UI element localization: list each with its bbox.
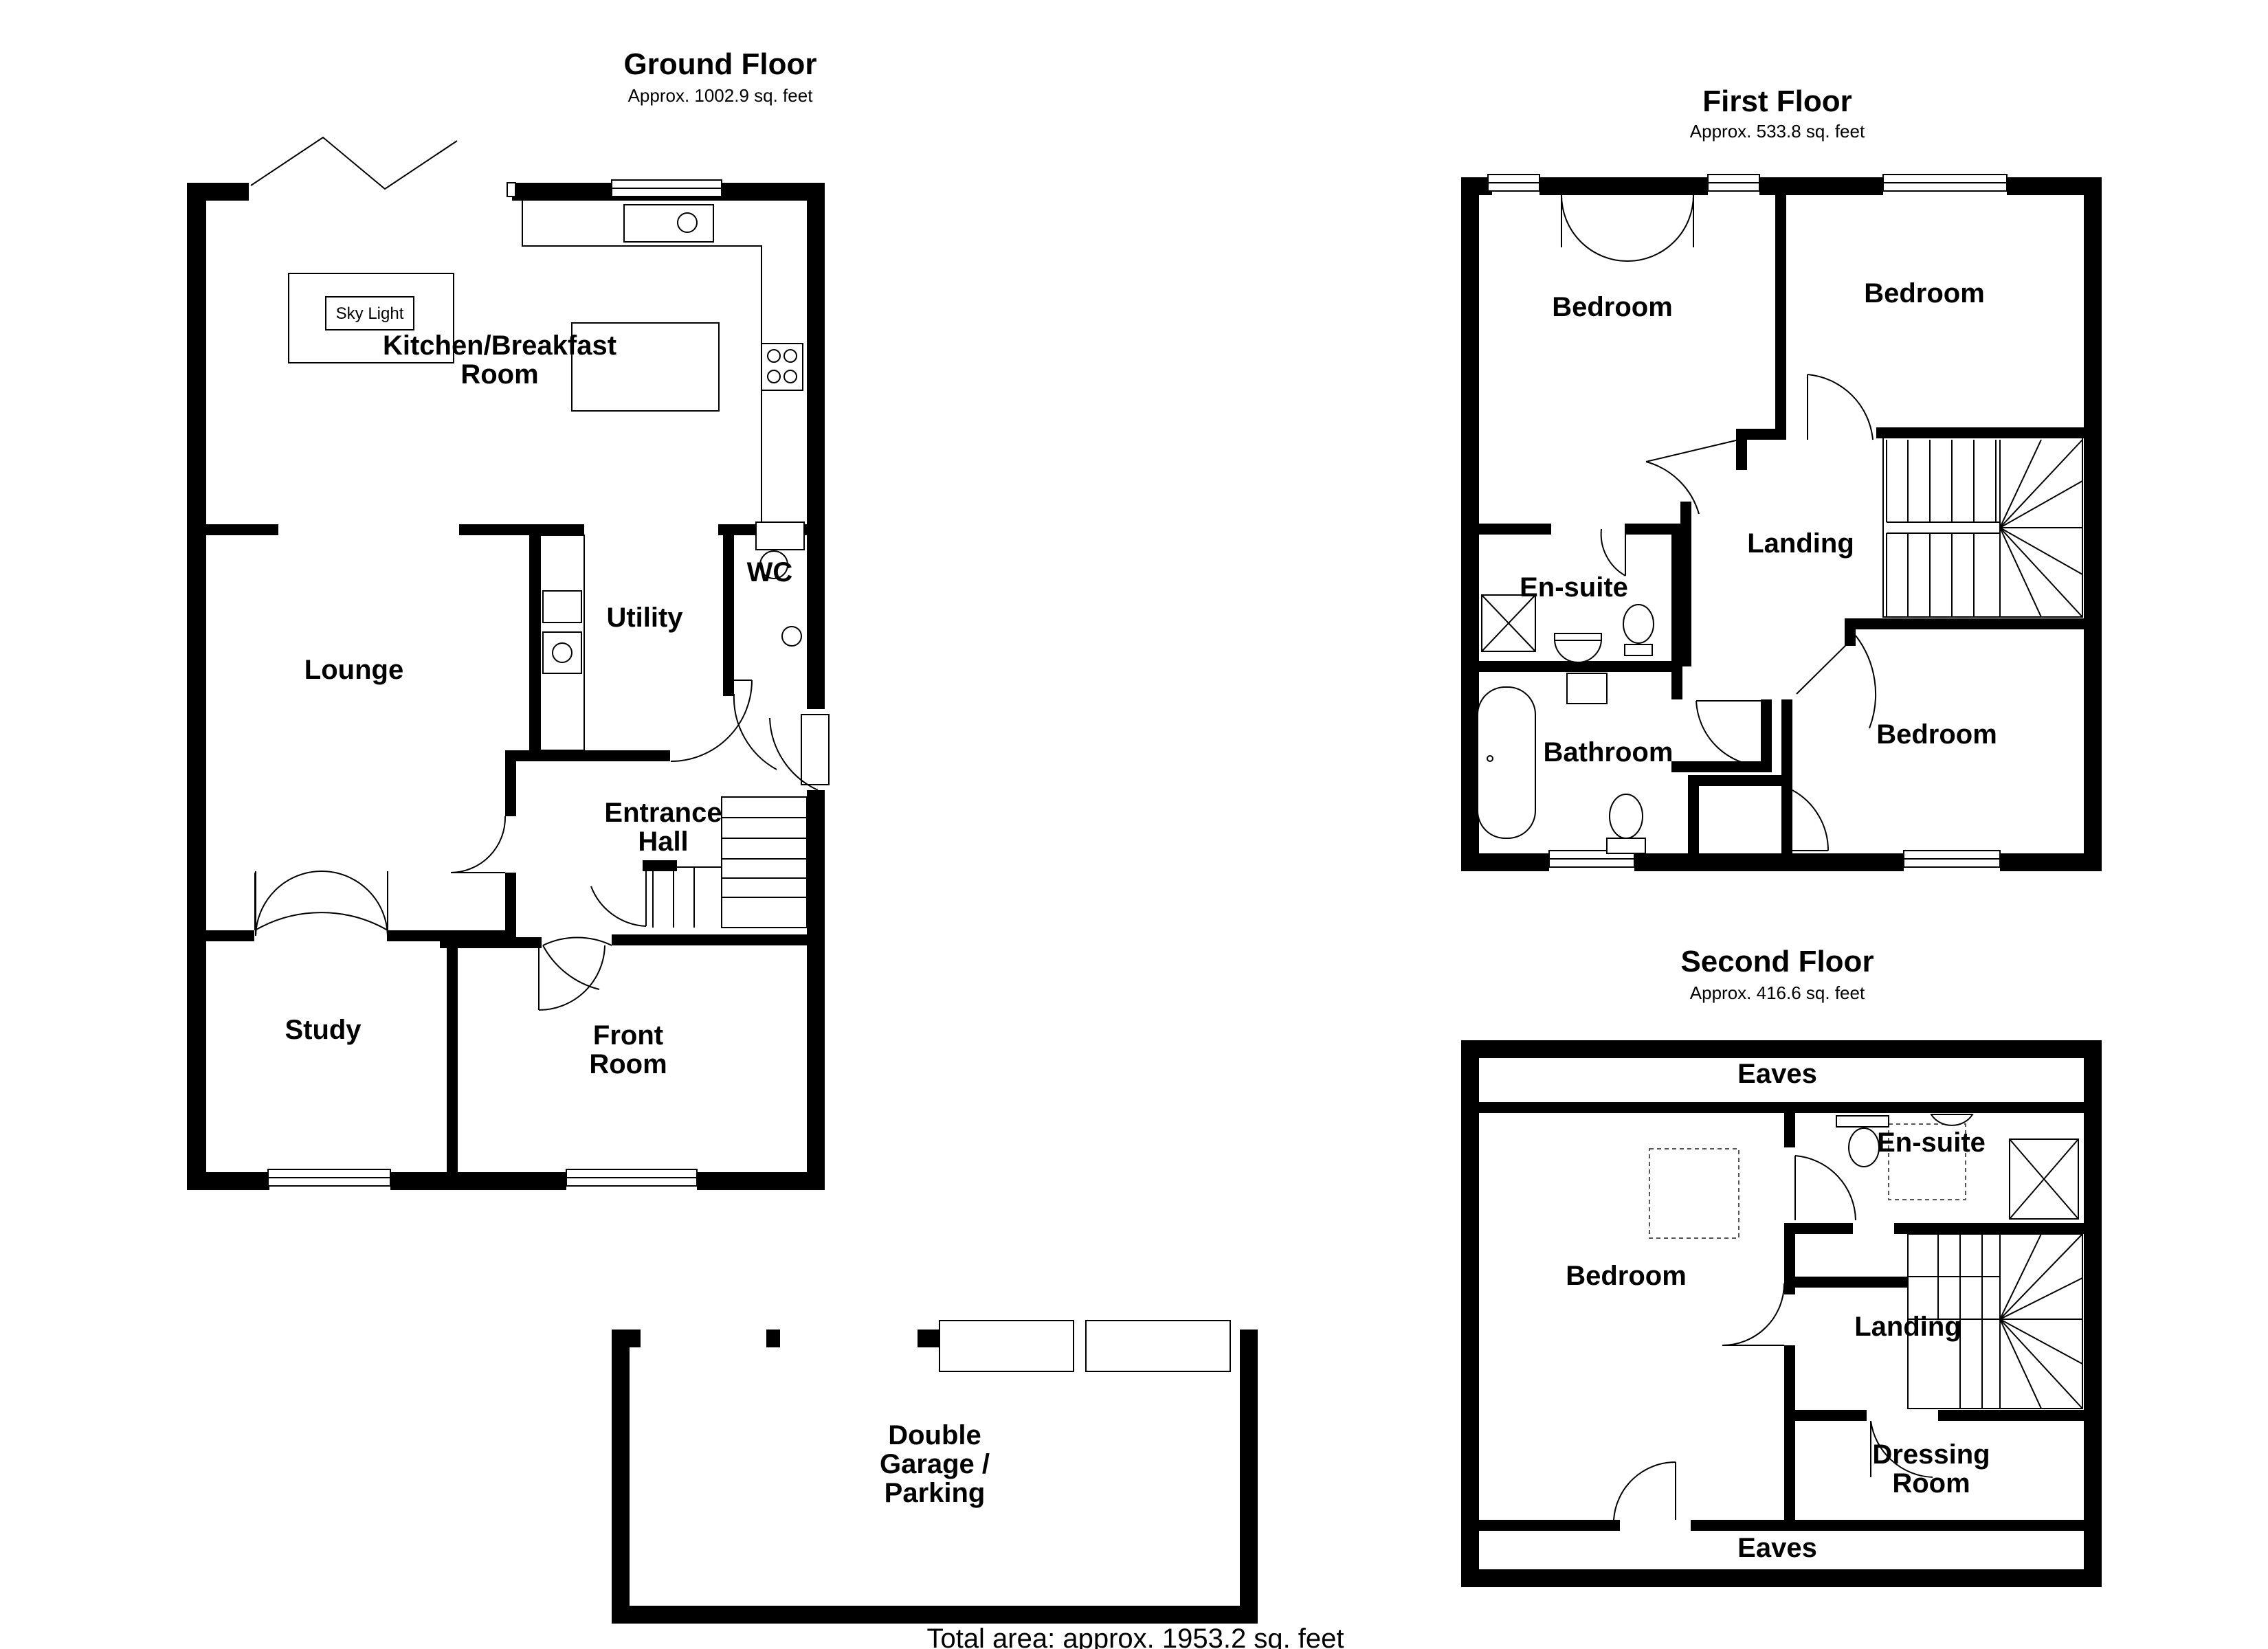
room-label-wc: WC — [747, 557, 793, 587]
utility-units — [540, 535, 585, 751]
room-label-garage: Double — [888, 1420, 981, 1450]
second-floor-area: Approx. 416.6 sq. feet — [1690, 983, 1865, 1003]
ground-floor: Ground Floor Approx. 1002.9 sq. feet — [187, 47, 830, 1190]
room-label-garage-2: Garage / — [880, 1449, 990, 1479]
ground-walls — [187, 183, 825, 1190]
sky-light-box — [325, 296, 414, 330]
room-label-dressing: Dressing — [1872, 1439, 1990, 1470]
room-label-front-2: Room — [589, 1049, 667, 1079]
room-label-bathroom: Bathroom — [1544, 737, 1674, 767]
first-floor-title: First Floor — [1702, 85, 1852, 118]
garage-door-right — [1085, 1320, 1231, 1372]
room-label-bedroom-1: Bedroom — [1552, 292, 1673, 322]
room-label-ensuite-second: En-suite — [1877, 1128, 1986, 1158]
bifold-door — [250, 136, 458, 190]
first-floor-area: Approx. 533.8 sq. feet — [1690, 121, 1865, 142]
kitchen-units — [288, 201, 805, 550]
garage-door-left — [939, 1320, 1074, 1372]
room-label-eaves-bottom: Eaves — [1737, 1533, 1817, 1563]
room-label-dressing-2: Room — [1892, 1468, 1970, 1499]
room-label-eaves-top: Eaves — [1737, 1059, 1817, 1089]
room-label-utility: Utility — [606, 603, 683, 633]
room-label-lounge: Lounge — [304, 655, 403, 685]
first-walls — [1461, 177, 2102, 871]
room-label-bedroom-2: Bedroom — [1864, 278, 1985, 309]
second-walls — [1461, 1040, 2102, 1587]
room-label-ensuite: En-suite — [1520, 572, 1628, 603]
ground-stairs — [652, 796, 808, 928]
ground-floor-title: Ground Floor — [623, 47, 816, 81]
first-sanitary — [1477, 594, 1654, 854]
first-floor: First Floor Approx. 533.8 sq. feet — [1461, 85, 2102, 871]
room-label-entrance: Entrance — [604, 798, 722, 828]
second-floor: Second Floor Approx. 416.6 sq. feet — [1461, 945, 2102, 1587]
wc-fixtures — [759, 550, 802, 647]
second-stairs — [1907, 1233, 2083, 1409]
first-windows — [1487, 174, 2008, 868]
first-doors — [1561, 194, 1877, 851]
room-label-study: Study — [285, 1015, 362, 1045]
room-label-kitchen: Kitchen/Breakfast — [383, 330, 616, 361]
room-label-garage-3: Parking — [885, 1478, 986, 1508]
room-label-landing: Landing — [1747, 528, 1854, 559]
room-label-kitchen-2: Room — [460, 359, 538, 390]
sky-light-label: Sky Light — [336, 304, 404, 323]
total-area: Total area: approx. 1953.2 sq. feet — [926, 1624, 1344, 1649]
ground-floor-area: Approx. 1002.9 sq. feet — [628, 85, 814, 106]
room-label-bedroom-3: Bedroom — [1876, 719, 1997, 750]
room-label-front: Front — [593, 1020, 663, 1051]
ground-doors — [254, 680, 830, 1011]
first-stairs — [1882, 436, 2083, 618]
ground-windows — [267, 179, 722, 1187]
second-sky-light — [1649, 1148, 1739, 1239]
room-label-entrance-2: Hall — [638, 827, 688, 857]
garage: Double Garage / Parking — [612, 1320, 1258, 1624]
study-doors — [255, 871, 388, 936]
kitchen-island — [571, 322, 720, 412]
room-label-bedroom: Bedroom — [1566, 1261, 1687, 1291]
second-fixtures — [1649, 1114, 2079, 1239]
second-doors — [1613, 1155, 1933, 1521]
second-floor-title: Second Floor — [1680, 945, 1874, 978]
room-label-landing-second: Landing — [1854, 1312, 1961, 1342]
